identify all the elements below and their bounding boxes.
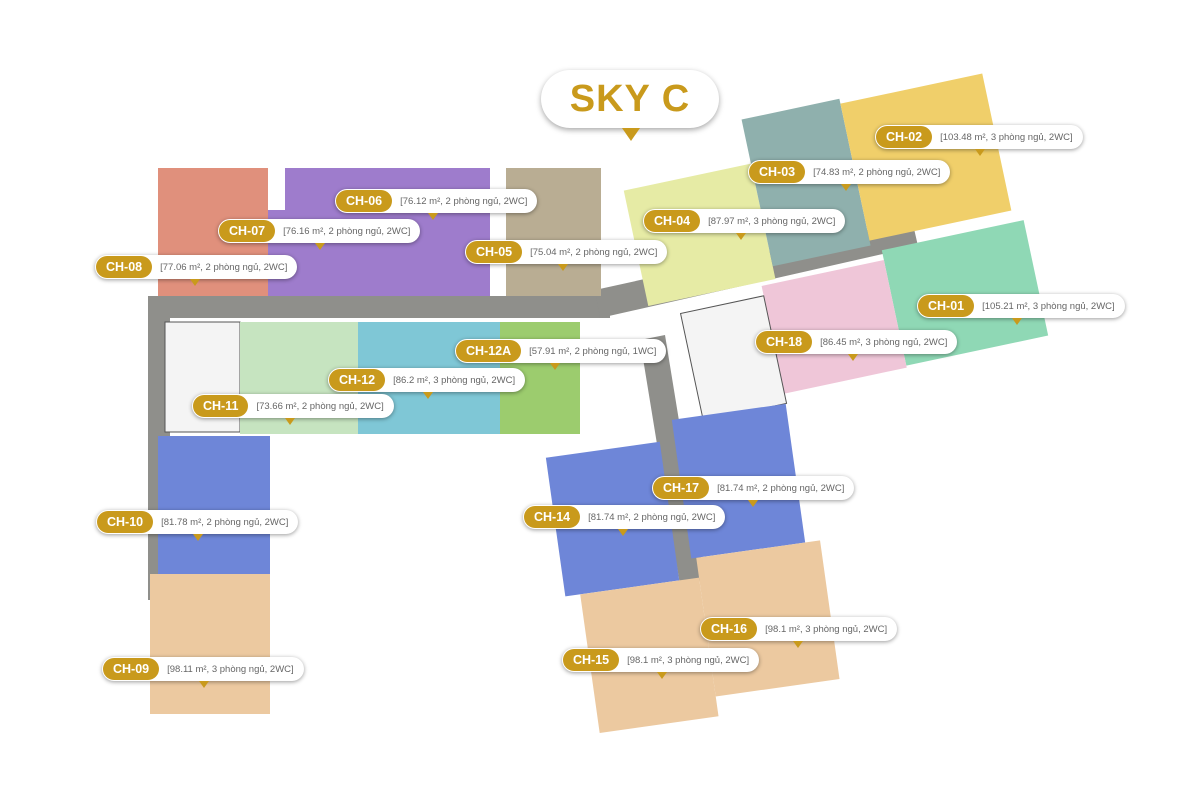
unit-tag-ch-05[interactable]: CH-05 [75.04 m², 2 phòng ngủ, 2WC] xyxy=(465,240,668,271)
unit-tag-ch-09[interactable]: CH-09 [98.11 m², 3 phòng ngủ, 2WC] xyxy=(102,657,304,688)
unit-code: CH-09 xyxy=(103,658,160,680)
unit-tag-ch-12a[interactable]: CH-12A [57.91 m², 2 phòng ngủ, 1WC] xyxy=(455,339,667,370)
unit-info: [81.74 m², 2 phòng ngủ, 2WC] xyxy=(717,482,845,494)
unit-info: [76.12 m², 2 phòng ngủ, 2WC] xyxy=(400,195,528,207)
unit-info: [73.66 m², 2 phòng ngủ, 2WC] xyxy=(256,400,384,412)
pointer-icon xyxy=(315,243,325,250)
unit-code: CH-14 xyxy=(524,506,581,528)
pointer-icon xyxy=(190,279,200,286)
unit-ch-18[interactable] xyxy=(761,260,907,394)
unit-ch-09[interactable] xyxy=(150,574,270,714)
unit-info: [77.06 m², 2 phòng ngủ, 2WC] xyxy=(160,261,288,273)
unit-tag-ch-12[interactable]: CH-12 [86.2 m², 3 phòng ngủ, 2WC] xyxy=(328,368,526,399)
unit-info: [98.1 m², 3 phòng ngủ, 2WC] xyxy=(627,654,750,666)
unit-tag-ch-04[interactable]: CH-04 [87.97 m², 3 phòng ngủ, 2WC] xyxy=(643,209,846,240)
pointer-icon xyxy=(428,213,438,220)
unit-info: [98.11 m², 3 phòng ngủ, 2WC] xyxy=(167,663,294,675)
unit-info: [87.97 m², 3 phòng ngủ, 2WC] xyxy=(708,215,836,227)
unit-tag-ch-10[interactable]: CH-10 [81.78 m², 2 phòng ngủ, 2WC] xyxy=(96,510,299,541)
unit-ch-05[interactable] xyxy=(506,168,601,296)
building-title: SKY C xyxy=(541,70,719,141)
pointer-icon xyxy=(193,534,203,541)
unit-info: [74.83 m², 2 phòng ngủ, 2WC] xyxy=(813,166,941,178)
unit-tag-ch-17[interactable]: CH-17 [81.74 m², 2 phòng ngủ, 2WC] xyxy=(652,476,855,507)
unit-tag-ch-07[interactable]: CH-07 [76.16 m², 2 phòng ngủ, 2WC] xyxy=(218,219,421,250)
pointer-icon xyxy=(975,149,985,156)
unit-tag-ch-02[interactable]: CH-02 [103.48 m², 3 phòng ngủ, 2WC] xyxy=(875,125,1083,156)
unit-code: CH-15 xyxy=(563,649,620,671)
unit-code: CH-11 xyxy=(193,395,249,417)
unit-tag-ch-16[interactable]: CH-16 [98.1 m², 3 phòng ngủ, 2WC] xyxy=(700,617,898,648)
unit-info: [105.21 m², 3 phòng ngủ, 2WC] xyxy=(982,300,1115,312)
unit-tag-ch-03[interactable]: CH-03 [74.83 m², 2 phòng ngủ, 2WC] xyxy=(748,160,951,191)
unit-info: [86.2 m², 3 phòng ngủ, 2WC] xyxy=(393,374,516,386)
unit-info: [103.48 m², 3 phòng ngủ, 2WC] xyxy=(940,131,1073,143)
unit-code: CH-16 xyxy=(701,618,758,640)
unit-code: CH-12A xyxy=(456,340,522,362)
unit-code: CH-10 xyxy=(97,511,154,533)
pointer-icon xyxy=(558,264,568,271)
unit-tag-ch-06[interactable]: CH-06 [76.12 m², 2 phòng ngủ, 2WC] xyxy=(335,189,538,220)
unit-tag-ch-11[interactable]: CH-11 [73.66 m², 2 phòng ngủ, 2WC] xyxy=(192,394,394,425)
pointer-icon xyxy=(848,354,858,361)
unit-info: [81.78 m², 2 phòng ngủ, 2WC] xyxy=(161,516,289,528)
unit-info: [98.1 m², 3 phòng ngủ, 2WC] xyxy=(765,623,888,635)
unit-ch-04[interactable] xyxy=(623,163,776,307)
unit-code: CH-08 xyxy=(96,256,153,278)
unit-info: [86.45 m², 3 phòng ngủ, 2WC] xyxy=(820,336,948,348)
unit-code: CH-06 xyxy=(336,190,393,212)
unit-ch-10[interactable] xyxy=(158,436,270,574)
unit-tag-ch-14[interactable]: CH-14 [81.74 m², 2 phòng ngủ, 2WC] xyxy=(523,505,726,536)
pointer-icon xyxy=(618,529,628,536)
pointer-icon xyxy=(1012,318,1022,325)
unit-code: CH-17 xyxy=(653,477,710,499)
unit-tag-ch-15[interactable]: CH-15 [98.1 m², 3 phòng ngủ, 2WC] xyxy=(562,648,760,679)
unit-code: CH-02 xyxy=(876,126,933,148)
pointer-icon xyxy=(657,672,667,679)
unit-ch-02[interactable] xyxy=(840,73,1012,241)
pointer-icon xyxy=(199,681,209,688)
unit-info: [57.91 m², 2 phòng ngủ, 1WC] xyxy=(529,345,657,357)
unit-code: CH-01 xyxy=(918,295,975,317)
unit-code: CH-18 xyxy=(756,331,813,353)
unit-code: CH-12 xyxy=(329,369,386,391)
pointer-icon xyxy=(285,418,295,425)
pointer-icon xyxy=(748,500,758,507)
pointer-icon xyxy=(841,184,851,191)
pointer-icon xyxy=(793,641,803,648)
pointer-icon xyxy=(550,363,560,370)
unit-info: [76.16 m², 2 phòng ngủ, 2WC] xyxy=(283,225,411,237)
unit-tag-ch-01[interactable]: CH-01 [105.21 m², 3 phòng ngủ, 2WC] xyxy=(917,294,1125,325)
unit-tag-ch-18[interactable]: CH-18 [86.45 m², 3 phòng ngủ, 2WC] xyxy=(755,330,958,361)
unit-code: CH-05 xyxy=(466,241,523,263)
pointer-icon xyxy=(423,392,433,399)
unit-info: [81.74 m², 2 phòng ngủ, 2WC] xyxy=(588,511,716,523)
unit-code: CH-03 xyxy=(749,161,806,183)
unit-code: CH-07 xyxy=(219,220,276,242)
unit-tag-ch-08[interactable]: CH-08 [77.06 m², 2 phòng ngủ, 2WC] xyxy=(95,255,298,286)
pointer-icon xyxy=(736,233,746,240)
unit-ch-01[interactable] xyxy=(881,220,1049,366)
unit-code: CH-04 xyxy=(644,210,701,232)
unit-info: [75.04 m², 2 phòng ngủ, 2WC] xyxy=(530,246,658,258)
